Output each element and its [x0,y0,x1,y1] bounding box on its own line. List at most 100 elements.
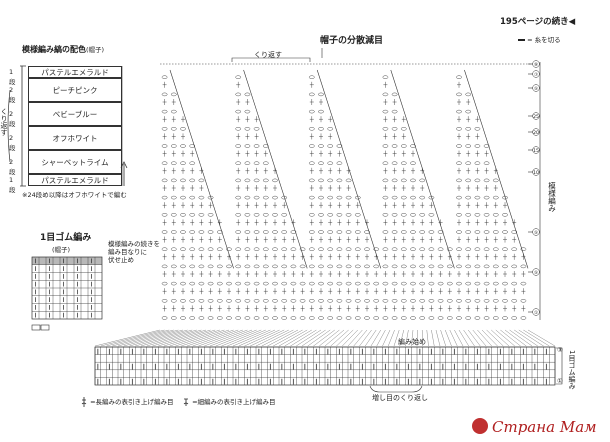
stitch-symbol [521,271,526,277]
chain-stitch [446,316,453,320]
chain-stitch [336,161,343,165]
chain-stitch [170,92,177,97]
fan-line [504,329,527,347]
stitch-symbol [346,288,351,295]
stitch-symbol [466,150,471,157]
chain-stitch [272,230,278,234]
stitch-symbol [484,288,489,295]
stitch-symbol [245,116,250,123]
chain-stitch [410,230,416,234]
chain-stitch [180,178,186,183]
stitch-symbol [466,99,471,105]
stitch-symbol [282,253,287,260]
chain-stitch [281,299,288,303]
chain-stitch [474,161,481,165]
chain-stitch [318,178,324,183]
fan-line [146,329,202,347]
stitch-symbol [420,305,425,312]
chain-stitch [308,92,315,97]
stitch-symbol [457,81,461,88]
rib-knit-mark: | [247,379,249,385]
color-row: パステルエメラルド [28,66,122,78]
chain-stitch [327,281,334,286]
stitch-symbol [199,305,204,312]
chain-stitch [446,299,453,303]
chain-stitch [456,178,462,183]
chain-stitch [410,281,416,286]
stitch-symbol [429,288,434,295]
stitch-symbol [466,202,471,209]
chain-stitch [502,213,508,217]
row-number-circle [532,84,540,92]
chain-stitch [465,316,472,320]
chain-stitch [189,316,196,320]
stitch-symbol [171,185,176,191]
stitch-symbol [447,271,452,277]
rib-row-number: ① [557,377,563,385]
rib-knit-mark: | [178,364,180,370]
fan-line [376,329,386,347]
rib-knit-mark: | [534,379,536,385]
watermark: Страна Мам [492,418,597,436]
chain-stitch [308,144,315,148]
stitch-symbol [447,288,452,295]
stitch-symbol [217,253,222,260]
chain-stitch [391,178,398,183]
chain-stitch [400,247,407,251]
chain-stitch [253,161,260,165]
rib-knit-mark: | [304,349,306,355]
rib-side-label: 1目ゴム編み [568,350,576,390]
chain-stitch [244,230,251,234]
chain-stitch [483,230,490,234]
rib-knit-mark: | [431,349,433,355]
chain-stitch [336,281,343,286]
fan-line [347,329,363,347]
chain-stitch [170,144,177,148]
chain-stitch [290,230,297,234]
stitch-symbol [263,236,268,243]
rib-knit-mark: | [120,379,122,385]
stitch-symbol [171,99,176,105]
rib-knit-mark: | [327,349,329,355]
row-number: ① [534,310,538,316]
chain-stitch [198,247,205,251]
rib-knit-mark: | [270,349,272,355]
rib-knit-mark: | [304,364,306,370]
rib-note: 模様編みの続きを 編み目なりに 伏せ止め [108,240,160,265]
stitch-symbol [466,116,471,123]
stitch-symbol [309,305,314,312]
chain-stitch [483,195,490,200]
fan-line [342,329,358,347]
stitch-symbol [328,253,333,260]
chain-stitch [419,316,426,320]
rib-grid: ||||||||||||||||||||||||||||||||||||||||… [94,346,556,385]
chain-stitch [244,195,251,200]
stitch-symbol [190,271,195,277]
chain-stitch [299,264,306,269]
chain-stitch [382,230,389,234]
fan-line [324,329,345,347]
stitch-symbol [199,185,204,191]
stitch-symbol [171,305,176,312]
chain-stitch [180,213,186,217]
stitch-symbol [457,305,461,312]
stitch-symbol [190,167,195,174]
chain-stitch [235,178,242,183]
chain-stitch [364,281,370,286]
chain-stitch [382,316,389,320]
stitch-symbol [181,236,185,243]
rib-knit-mark: | [511,379,513,385]
stitch-symbol [411,167,415,174]
fan-line [431,329,435,347]
stitch-symbol [263,288,268,295]
stitch-symbol [282,219,287,226]
fan-line [330,329,349,347]
rib-knit-mark: | [396,349,398,355]
stitch-symbol [337,271,342,277]
chain-stitch [382,75,389,79]
chain-stitch [410,195,416,200]
stitch-symbol [162,150,167,157]
rib-knit-mark: | [258,379,260,385]
rib-knit-mark: | [546,364,548,370]
chain-stitch [226,316,232,320]
